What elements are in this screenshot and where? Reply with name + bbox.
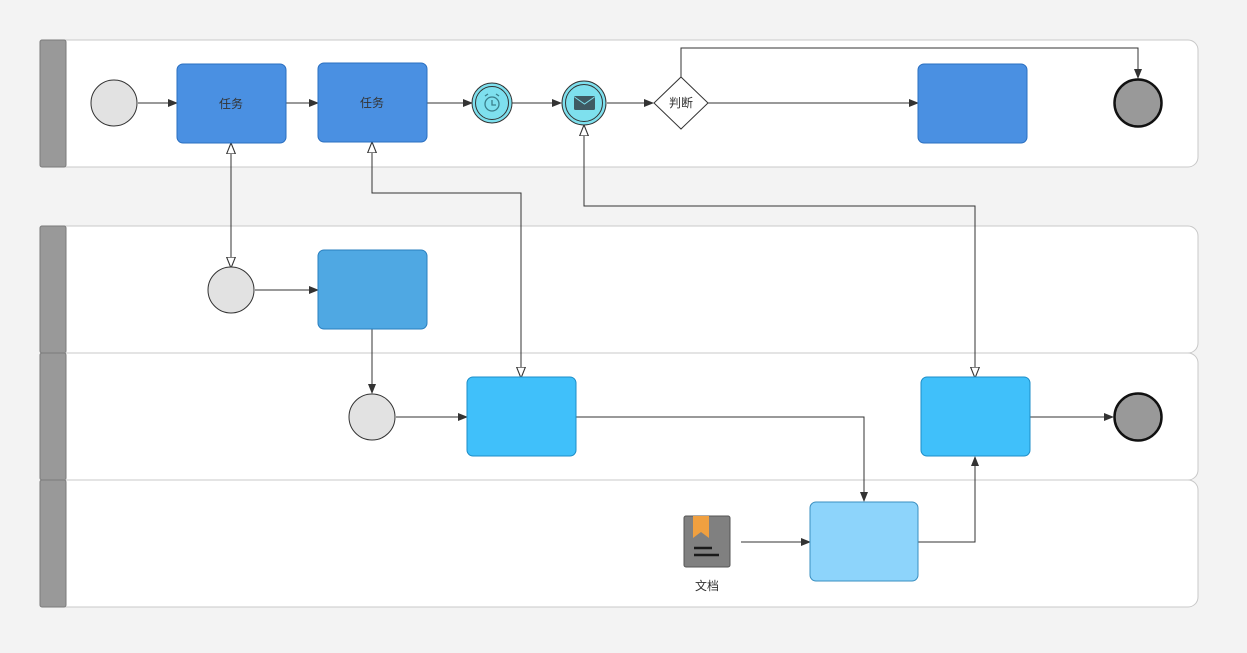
timer-event[interactable] [471, 82, 513, 124]
task-6[interactable] [920, 376, 1031, 457]
message-flow-task6-message1[interactable] [584, 126, 975, 377]
task-4[interactable] [317, 249, 428, 330]
start-event-2[interactable] [207, 266, 255, 314]
lane-1-header[interactable] [39, 39, 67, 168]
task-7[interactable] [809, 501, 919, 582]
alarm-clock-icon [484, 93, 500, 112]
envelope-icon [574, 96, 595, 110]
lane-4 [39, 479, 1199, 608]
message-flow-task5-task2[interactable] [372, 143, 521, 377]
task-3[interactable] [917, 63, 1028, 144]
document-artifact[interactable]: 文档 [683, 515, 731, 593]
task-1-label: 任务 [219, 96, 243, 111]
sequence-flows [138, 47, 1142, 546]
lane-4-body [39, 479, 1199, 608]
task-2[interactable]: 任务 [317, 62, 428, 143]
task-5[interactable] [466, 376, 577, 457]
lane-2-header[interactable] [39, 225, 67, 354]
lane-4-header[interactable] [39, 479, 67, 608]
task-1[interactable]: 任务 [176, 63, 287, 144]
document-icon [683, 515, 731, 568]
start-event-3[interactable] [348, 393, 396, 441]
end-event-1[interactable] [1113, 78, 1163, 128]
document-label: 文档 [695, 578, 719, 593]
lane-3-header[interactable] [39, 352, 67, 481]
gateway-decision[interactable]: 判断 [653, 76, 709, 130]
flow-gateway1-end1[interactable] [680, 47, 1142, 79]
end-event-2[interactable] [1113, 392, 1163, 442]
task-2-label: 任务 [360, 95, 384, 110]
gateway-label: 判断 [669, 95, 693, 110]
message-flows [231, 126, 975, 377]
flow-task5-task7[interactable] [576, 416, 868, 502]
flow-task7-task6[interactable] [918, 456, 979, 543]
message-event[interactable] [561, 80, 607, 126]
start-event-1[interactable] [90, 79, 138, 127]
